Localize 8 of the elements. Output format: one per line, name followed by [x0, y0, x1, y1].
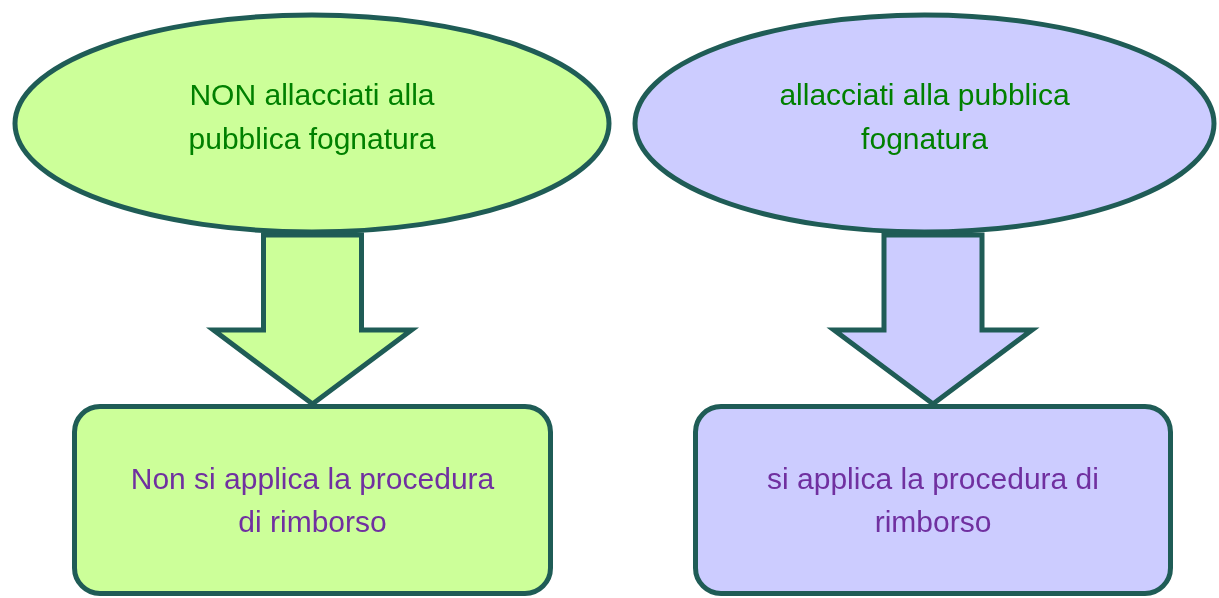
rounded-box [72, 404, 553, 596]
ellipse-node [12, 12, 612, 235]
ellipse-node [632, 12, 1217, 235]
node-text: NON allacciati alla pubblica fognatura [187, 77, 437, 157]
node-text: si applica la procedura di rimborso [766, 460, 1100, 540]
node-text: Non si applica la procedura di rimborso [129, 460, 496, 540]
node-text: allacciati alla pubblica fognatura [778, 77, 1071, 157]
rounded-box [693, 404, 1173, 596]
